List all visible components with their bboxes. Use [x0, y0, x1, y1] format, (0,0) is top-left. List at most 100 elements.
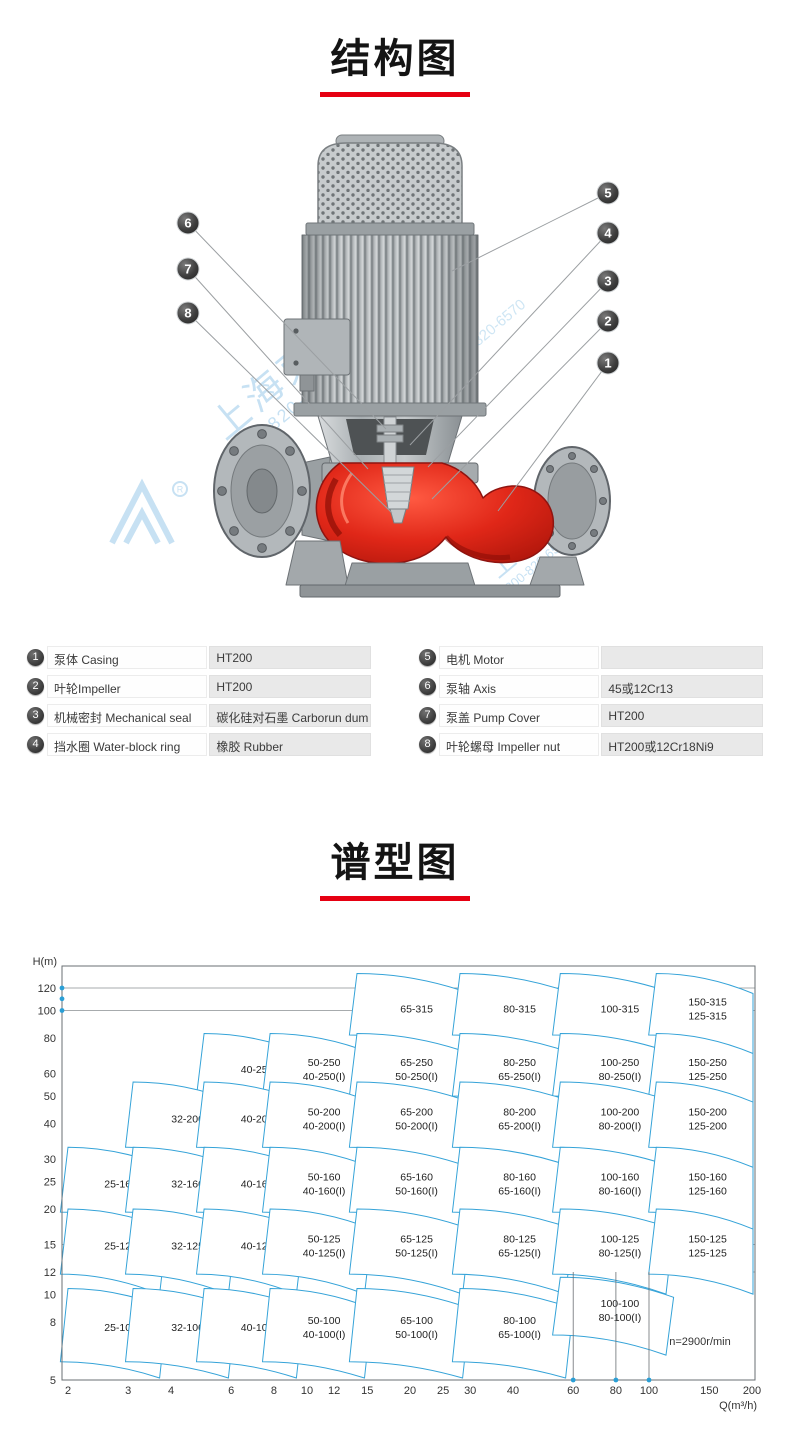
- callout-leader-line-7: [187, 268, 369, 470]
- axis-marker: [646, 1377, 652, 1383]
- cell-label: 65-200: [400, 1107, 433, 1119]
- part-number-badge: 3: [27, 707, 44, 724]
- cell-label: 80-315: [503, 1003, 536, 1015]
- callout-7: [176, 257, 200, 281]
- y-tick-label: 10: [44, 1290, 56, 1302]
- chart-cell-100-125: [552, 1208, 675, 1295]
- cell-label: 50-125(I): [395, 1248, 438, 1260]
- part-material: [601, 646, 763, 669]
- cell-label: 80-250(I): [599, 1071, 642, 1083]
- watermark-logo-icon: R: [109, 478, 188, 545]
- cell-label: 32-160: [171, 1179, 204, 1191]
- cell-label: 100-315: [601, 1003, 640, 1015]
- part-name: 叶轮Impeller: [47, 675, 208, 698]
- part-number-badge: 2: [27, 678, 44, 695]
- part-number-badge: 6: [419, 678, 436, 695]
- callout-number-3: 3: [604, 274, 611, 289]
- y-tick-label: 40: [44, 1119, 56, 1131]
- cell-label: 80-160: [503, 1172, 536, 1184]
- x-tick-label: 200: [743, 1385, 761, 1397]
- cell-label: 80-200: [503, 1107, 536, 1119]
- pump-illustration: [213, 134, 611, 598]
- junction-box-bolt: [293, 360, 299, 366]
- part-number-badge: 7: [419, 707, 436, 724]
- volute-shadow: [444, 535, 511, 561]
- cell-label: 50-100(I): [395, 1329, 438, 1341]
- cell-label: 50-200(I): [395, 1121, 438, 1133]
- axis-marker: [59, 985, 65, 991]
- base-plate: [299, 584, 561, 598]
- x-tick-label: 150: [700, 1385, 718, 1397]
- volute-highlight: [340, 472, 354, 524]
- cell-label: 100-125: [601, 1234, 640, 1246]
- part-number-badge: 4: [27, 736, 44, 753]
- volute-cutaway: [315, 462, 554, 565]
- cell-label: 65-250(I): [498, 1071, 541, 1083]
- x-tick-label: 60: [567, 1385, 579, 1397]
- cell-label: 40-200(I): [303, 1121, 346, 1133]
- title-underline: [320, 92, 470, 97]
- cell-label: 150-160: [688, 1172, 727, 1184]
- cell-label: 100-200: [601, 1107, 640, 1119]
- cell-label: 125-125: [688, 1248, 727, 1260]
- cell-label: 50-200: [308, 1107, 341, 1119]
- part-material: HT200: [601, 704, 763, 727]
- part-name: 叶轮螺母 Impeller nut: [439, 733, 600, 756]
- callout-leader-line-2: [431, 320, 609, 500]
- cell-label: 80-125: [503, 1234, 536, 1246]
- part-name: 机械密封 Mechanical seal: [47, 704, 208, 727]
- x-tick-label: 25: [437, 1385, 449, 1397]
- x-tick-label: 6: [228, 1385, 234, 1397]
- y-tick-label: 100: [38, 1006, 56, 1018]
- cell-label: 65-125(I): [498, 1248, 541, 1260]
- cell-label: 65-100(I): [498, 1329, 541, 1341]
- speed-annotation: n=2900r/min: [669, 1336, 730, 1348]
- y-tick-label: 12: [44, 1267, 56, 1279]
- callout-8: [176, 301, 200, 325]
- chart-cell-65-100: [348, 1287, 471, 1379]
- chart-cell-80-100: [451, 1287, 574, 1379]
- part-number-badge: 1: [27, 649, 44, 666]
- cell-label: 50-160(I): [395, 1186, 438, 1198]
- part-name: 泵盖 Pump Cover: [439, 704, 600, 727]
- cell-label: 32-100: [171, 1322, 204, 1334]
- callout-3: [596, 269, 620, 293]
- motor-fan-cover: [317, 142, 463, 227]
- callout-5: [596, 181, 620, 205]
- y-tick-label: 15: [44, 1240, 56, 1252]
- x-tick-label: 30: [464, 1385, 476, 1397]
- x-tick-label: 3: [125, 1385, 131, 1397]
- cell-label: 125-160: [688, 1186, 727, 1198]
- part-number-badge: 8: [419, 736, 436, 753]
- impeller-nut: [389, 508, 407, 524]
- cell-label: 50-100: [308, 1315, 341, 1327]
- cell-label: 40-100(I): [303, 1329, 346, 1341]
- y-axis-label: H(m): [33, 956, 57, 968]
- cell-label: 50-250: [308, 1057, 341, 1069]
- cell-label: 65-125: [400, 1234, 433, 1246]
- part-number-badge: 5: [419, 649, 436, 666]
- x-tick-label: 4: [168, 1385, 174, 1397]
- cell-label: 40-250(I): [303, 1071, 346, 1083]
- callout-number-4: 4: [604, 226, 612, 241]
- cell-label: 125-315: [688, 1010, 727, 1022]
- cell-label: 80-250: [503, 1057, 536, 1069]
- y-tick-label: 25: [44, 1177, 56, 1189]
- chart-cell-50-100: [261, 1287, 373, 1379]
- x-tick-label: 80: [610, 1385, 622, 1397]
- flange-bolt-holes: [217, 429, 307, 553]
- cell-label: 100-100: [601, 1298, 640, 1310]
- cell-label: 100-160: [601, 1172, 640, 1184]
- axis-marker: [613, 1377, 619, 1383]
- cell-label: 50-250(I): [395, 1071, 438, 1083]
- callout-6: [176, 211, 200, 235]
- cell-label: 65-160: [400, 1172, 433, 1184]
- cell-label: 65-200(I): [498, 1121, 541, 1133]
- cell-label: 40-160(I): [303, 1186, 346, 1198]
